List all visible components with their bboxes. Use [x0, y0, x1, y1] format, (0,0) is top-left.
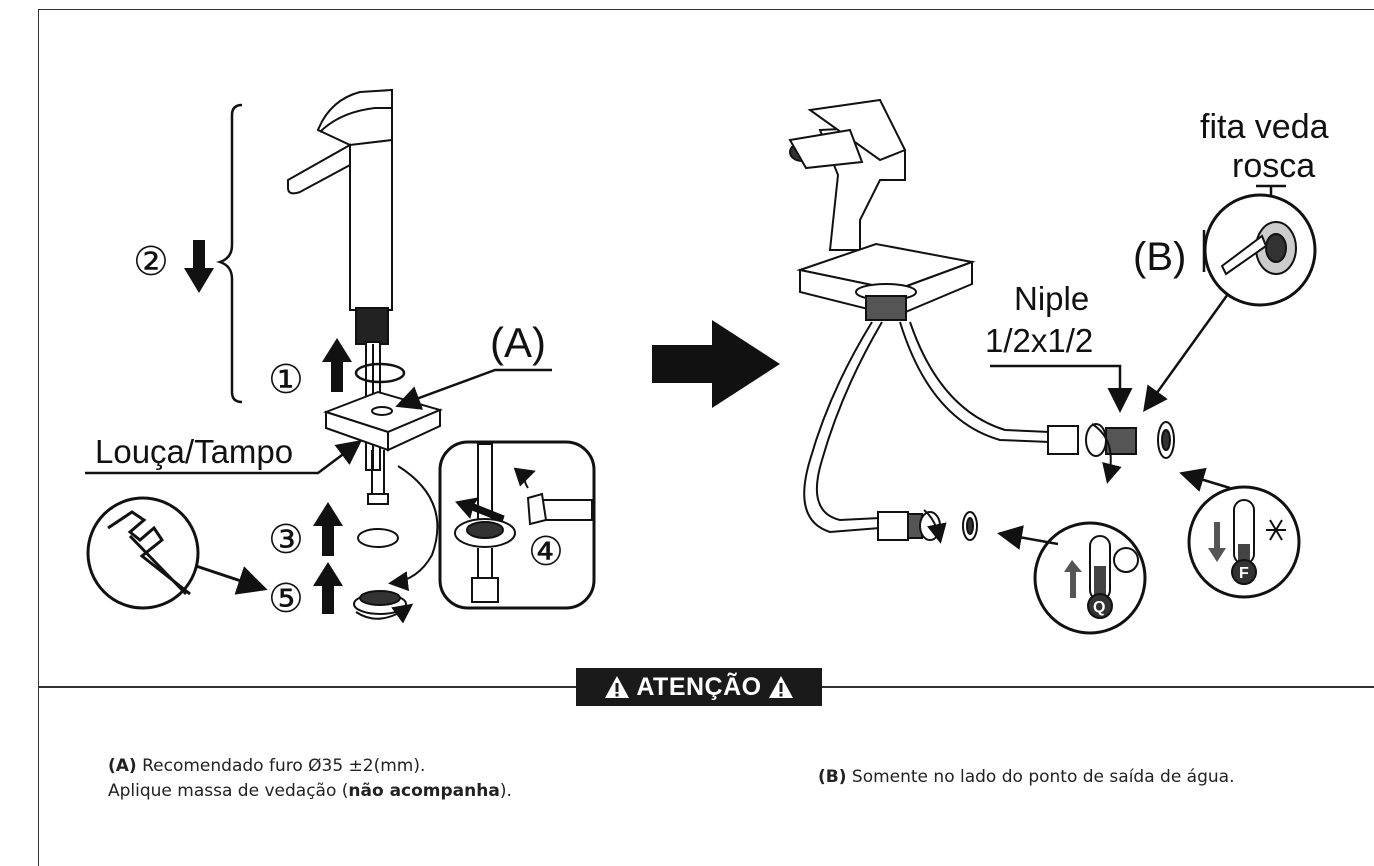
step-3-label: ③	[268, 518, 304, 562]
detail-curve-arrow	[388, 465, 439, 592]
page-frame	[38, 9, 1374, 866]
hot-leader	[997, 525, 1059, 550]
step-4-label: ④	[528, 530, 564, 574]
note-a-line2: Aplique massa de vedação (não acompanha)…	[108, 779, 668, 804]
label-b-tick	[1202, 230, 1206, 272]
step-5-label: ⑤	[268, 577, 304, 621]
detail-rotate-arrow-icon	[513, 467, 536, 489]
left-assembly: ① ② (A) Louça/Tampo ③ ⑤	[85, 88, 596, 624]
label-a: (A)	[490, 319, 546, 366]
hot-letter: Q	[1093, 599, 1105, 616]
note-a-line1: (A) Recomendado furo Ø35 ±2(mm).	[108, 754, 668, 779]
base-plate	[796, 242, 976, 321]
niple-label-line1: Niple	[1014, 280, 1089, 317]
warning-banner: ATENÇÃO	[576, 668, 822, 706]
step-5-arrow-icon	[313, 562, 343, 614]
detail-push-arrow-icon	[455, 497, 505, 523]
height-brace	[216, 103, 243, 404]
cold-inlet-fittings	[1047, 421, 1175, 484]
transition-arrow-icon	[652, 320, 780, 408]
lock-nut	[353, 590, 414, 624]
step-1-arrow-icon	[322, 338, 352, 392]
step-4-detail	[438, 440, 596, 610]
countertop-slab	[322, 390, 443, 452]
note-b-prefix: (B)	[818, 767, 847, 787]
hot-inlet-fittings	[877, 509, 978, 544]
note-a-text1: Recomendado furo Ø35 ±2(mm).	[136, 756, 426, 776]
hot-water-thermometer-icon	[1033, 521, 1147, 635]
cold-letter: F	[1239, 565, 1249, 582]
warning-title: ATENÇÃO	[636, 672, 762, 701]
wrench-arrow	[195, 564, 268, 595]
label-b: (B)	[1133, 235, 1186, 279]
supply-hoses	[367, 450, 389, 505]
fita-tick	[1256, 184, 1286, 196]
louca-leader	[85, 440, 362, 475]
wrench-detail	[86, 496, 200, 610]
cold-water-thermometer-icon	[1187, 485, 1301, 599]
right-assembly: fita veda rosca (B) Niple 1/2x1/2 Q	[788, 98, 1329, 635]
note-a-line2-bold: não acompanha	[348, 781, 500, 801]
note-a: (A) Recomendado furo Ø35 ±2(mm). Aplique…	[108, 754, 668, 804]
warning-triangle-icon	[768, 676, 793, 698]
step-2-label: ②	[133, 240, 169, 284]
fita-label-line1: fita veda	[1200, 108, 1329, 146]
note-a-line2-start: Aplique massa de vedação (	[108, 781, 349, 801]
gasket	[357, 528, 399, 548]
faucet-tall	[287, 88, 393, 471]
niple-leader	[990, 364, 1133, 413]
divider-left	[38, 686, 576, 688]
fita-label-line2: rosca	[1232, 147, 1315, 185]
note-b-text: Somente no lado do ponto de saída de águ…	[846, 767, 1235, 787]
label-louca-tampo: Louça/Tampo	[95, 433, 293, 470]
faucet-short	[788, 98, 907, 251]
tape-detail-circle	[1203, 193, 1317, 307]
niple-label-line2: 1/2x1/2	[985, 322, 1093, 359]
cold-leader	[1179, 467, 1231, 492]
note-a-line2-end: ).	[499, 781, 512, 801]
step-1-label: ①	[268, 358, 304, 402]
note-b: (B) Somente no lado do ponto de saída de…	[818, 765, 1358, 790]
step-3-arrow-icon	[313, 502, 343, 556]
note-a-prefix: (A)	[108, 756, 137, 776]
step-2-arrow-icon	[184, 240, 214, 293]
divider-right	[822, 686, 1374, 688]
label-b-leader	[1143, 293, 1230, 413]
label-a-leader	[395, 368, 552, 410]
warning-triangle-icon	[605, 676, 630, 698]
flex-hoses	[803, 321, 1051, 534]
o-ring	[354, 362, 406, 384]
